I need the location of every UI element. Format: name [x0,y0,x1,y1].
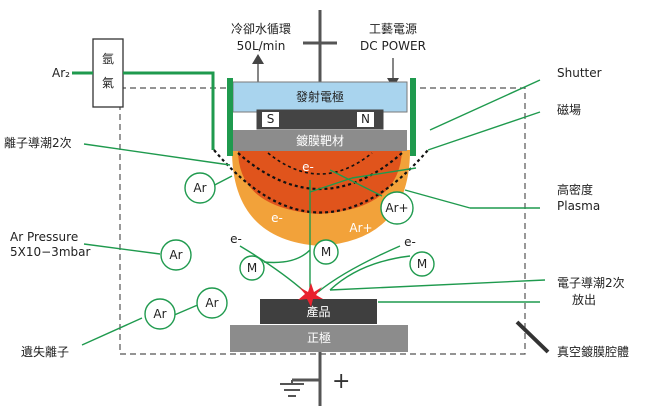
cathode-label: 發射電極 [295,90,344,104]
particle-m-3-label: M [416,257,428,271]
particle-m-2-label: M [320,245,332,259]
product-label: 產品 [306,305,331,319]
leader-lost-ions [81,317,143,346]
target-label: 鍍膜靶材 [295,134,344,148]
particle-ar-1-label: Ar [193,181,207,195]
argon-gas-line [72,71,215,150]
magnet-bar [256,109,384,130]
leader-ar-plus [329,169,383,197]
particle-m-3 [409,251,435,277]
gas-box-line1: 氬 [101,52,114,66]
particle-ar-4 [196,287,228,319]
particle-ar-1 [184,172,216,204]
metal-path-right [329,255,411,291]
impact-spark [298,283,323,307]
label-ion-secondary: 離子導潮2次 [4,136,72,150]
label-lost-ions: 遺失離子 [21,345,70,359]
magnet-s-label: S [266,112,275,126]
leader-electron-secondary [329,279,546,291]
leader-shutter [429,79,541,131]
magnet-n-label: N [361,112,370,126]
leader-ion-secondary [83,143,231,166]
label-magnetic-field: 磁場 [557,103,582,117]
label-high-density-2: Plasma [557,199,601,213]
magnet-n-block [357,112,374,127]
label-cooling-2: 50L/min [236,39,286,53]
label-shutter: Shutter [557,66,602,80]
leader-ar-pressure [83,243,161,255]
label-electron-secondary-2: 放出 [572,293,597,307]
shutter-right [410,78,416,156]
label-power-2: DC POWER [360,39,426,53]
particle-ar-2-label: Ar [169,248,183,262]
inner-curve-2 [351,167,417,179]
particle-m-1-label: M [246,261,258,275]
plasma-inner [238,150,402,214]
gas-box-line2: 氣 [101,76,114,90]
particle-ar-3 [144,298,176,330]
label-ar-gas: Ar₂ [52,66,70,80]
magnetic-field-arc-small [267,152,373,175]
vacuum-pointer [515,320,550,354]
particle-ar-plus-1-label: Ar+ [385,201,409,215]
plasma-electron-2: e- [271,211,283,225]
magnetic-field-arc-outer [213,149,429,214]
leader-high-density [404,189,471,209]
label-ar-pressure-2: 5X10−3mbar [10,245,91,259]
inner-curve [309,177,353,193]
label-electron-secondary-1: 電子導潮2次 [557,276,625,290]
leader-magnetic-field [427,111,541,151]
electron-right: e- [404,235,416,249]
argon-gas-box [92,38,124,108]
particle-m-1 [239,255,265,281]
electron-path-right [317,245,401,293]
cathode-plate [232,81,408,113]
particle-m-2 [313,239,339,265]
label-vacuum-chamber: 真空鍍膜腔體 [557,345,630,359]
anode-block [230,325,408,352]
leader-lines [81,79,546,346]
product-block [260,299,377,324]
shutter-left [227,78,233,156]
target-plate [233,130,407,151]
plasma-electron-1: e- [302,160,314,174]
label-cooling-1: 冷卻水循環 [230,22,291,36]
label-ar-pressure-1: Ar Pressure [10,230,79,244]
electron-left: e- [230,232,242,246]
cooling-arrow-head [252,54,264,64]
ground-plus: + [332,369,351,394]
leader-lost-ions-2 [171,303,201,317]
particle-ar-plus-1 [380,191,414,225]
metal-path-left [263,249,311,264]
particle-ar-2 [160,239,192,271]
particle-ar-3-label: Ar [153,307,167,321]
plasma-ar-plus-label: Ar+ [349,221,373,235]
particle-ar-4-label: Ar [205,296,219,310]
label-high-density-1: 高密度 [557,183,594,197]
magnet-s-block [262,112,279,127]
anode-label: 正極 [306,331,331,345]
label-power-1: 工藝電源 [368,22,417,36]
